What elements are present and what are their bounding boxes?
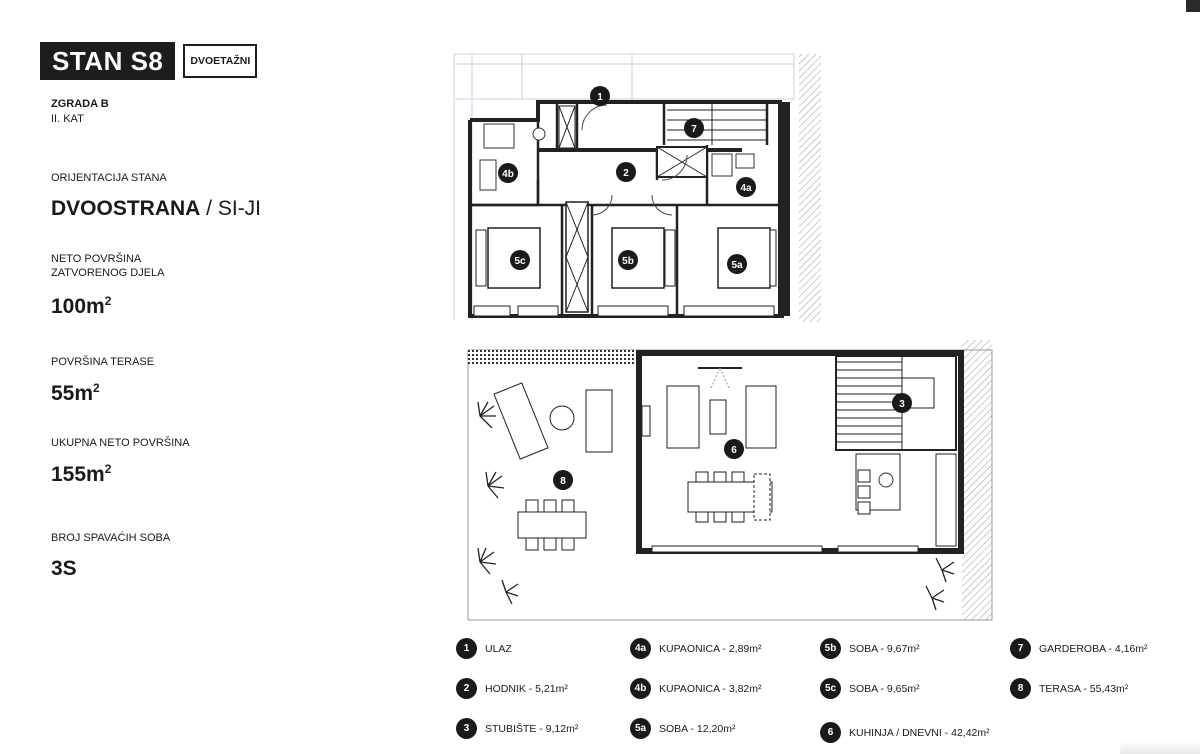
badge-2: 2 (623, 168, 629, 179)
net-area-value: 100m2 (51, 294, 112, 318)
terrace-planter (468, 350, 636, 364)
corner-mark (1186, 0, 1200, 12)
floor-label: II. KAT (51, 113, 84, 125)
apartment-info-panel: STAN S8 DVOETAŽNI ZGRADA B II. KAT ORIJE… (40, 42, 400, 581)
lower-floor (467, 340, 993, 621)
badge-1: 1 (597, 92, 603, 103)
upper-floor (453, 53, 821, 322)
plant-icon (477, 401, 955, 611)
terrace-area-label: POVRŠINA TERASE (51, 356, 155, 368)
facade-hatch (799, 54, 821, 322)
badge-6: 6 (731, 445, 737, 456)
floor-plan: 1 7 2 4b 4a 5c 5b 5a 3 6 8 (452, 50, 1012, 635)
bedrooms-value: 3S (51, 557, 77, 580)
orientation-direction: / SI-JI (200, 197, 262, 220)
apartment-title: STAN S8 (40, 42, 176, 80)
total-area-value: 155m2 (51, 462, 112, 486)
duplex-tag: DVOETAŽNI (183, 44, 258, 78)
net-area-label-2: ZATVORENOG DJELA (51, 267, 165, 279)
badge-8: 8 (560, 476, 566, 487)
badge-3: 3 (899, 399, 905, 410)
scroll-shadow (1120, 740, 1200, 754)
badge-5b: 5b (622, 256, 634, 267)
building-label: ZGRADA B (51, 98, 109, 110)
net-area-label-1: NETO POVRŠINA (51, 253, 142, 265)
badge-5c: 5c (514, 256, 526, 267)
badge-4a: 4a (740, 183, 752, 194)
bedrooms-label: BROJ SPAVAĆIH SOBA (51, 532, 171, 544)
badge-7: 7 (691, 124, 697, 135)
orientation-label: ORIJENTACIJA STANA (51, 172, 167, 184)
terrace-area-value: 55m2 (51, 381, 100, 405)
badge-4b: 4b (502, 169, 514, 180)
orientation-main: DVOOSTRANA (51, 197, 201, 220)
title-row: STAN S8 DVOETAŽNI (40, 42, 400, 80)
badge-5a: 5a (731, 260, 743, 271)
total-area-label: UKUPNA NETO POVRŠINA (51, 437, 190, 449)
orientation-value: DVOOSTRANA / SI-JI (51, 197, 400, 221)
room-badges: 1 7 2 4b 4a 5c 5b 5a 3 6 8 (498, 86, 912, 490)
floor-plan-drawing: 1 7 2 4b 4a 5c 5b 5a 3 6 8 (453, 53, 993, 621)
